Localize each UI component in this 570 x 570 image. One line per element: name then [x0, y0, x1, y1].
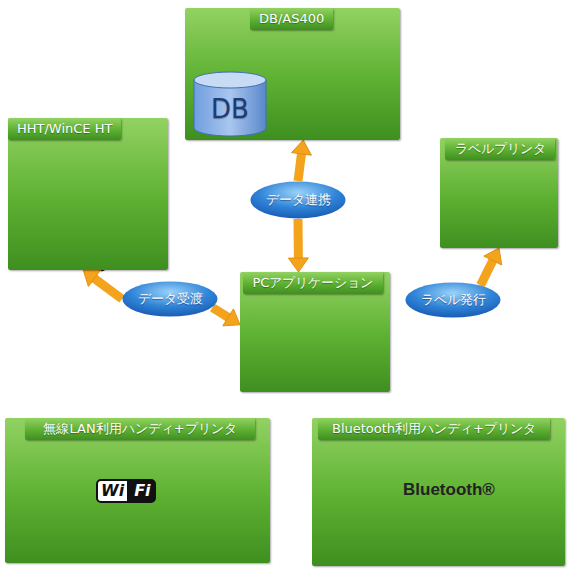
- title-band: HHT/WinCE HT: [8, 118, 121, 140]
- arrow-shaft: [212, 307, 229, 317]
- process-ellipse: ラベル発行: [405, 282, 501, 318]
- arrow-shaft: [298, 153, 302, 181]
- process-ellipse: データ連携: [250, 181, 346, 219]
- wifi-logo: Wi: [96, 479, 129, 503]
- flow-arrow: [212, 307, 240, 325]
- flow-arrow: [288, 219, 308, 272]
- arrow-head: [292, 140, 312, 155]
- terminal-group: HHT/WinCE HT: [8, 118, 168, 270]
- process-ellipse: データ受渡: [122, 281, 218, 317]
- flow-arrow: [292, 140, 312, 181]
- node-label: データ連携: [266, 191, 331, 209]
- arrow-shaft: [94, 278, 122, 299]
- title-band: Bluetooth利用ハンディ+プリンタ: [318, 418, 550, 440]
- node-label: データ受渡: [138, 290, 203, 308]
- arrow-shaft: [481, 260, 494, 286]
- server-group: DB/AS400DB: [185, 8, 400, 140]
- title-band: DB/AS400: [250, 8, 333, 30]
- arrow-head: [83, 270, 100, 286]
- arrow-head: [484, 248, 502, 265]
- node-label: ラベル発行: [421, 291, 486, 309]
- title-band: PCアプリケーション: [243, 272, 383, 294]
- arrow-head: [288, 258, 308, 272]
- title-band: ラベルプリンタ: [445, 138, 555, 160]
- arrow-shaft: [294, 219, 303, 259]
- printer-group: ラベルプリンタ: [440, 138, 558, 248]
- arrow-head: [223, 309, 240, 326]
- wifi-logo: Fi: [129, 479, 155, 503]
- node-label: DB: [211, 101, 249, 117]
- flow-arrow: [481, 248, 502, 285]
- pc-group: PCアプリケーション: [240, 272, 390, 392]
- title-band: 無線LAN利用ハンディ+プリンタ: [25, 418, 255, 440]
- bluetooth-logo: Bluetooth®: [403, 480, 495, 500]
- flow-arrow: [83, 270, 122, 299]
- database-cylinder: DB: [192, 70, 268, 138]
